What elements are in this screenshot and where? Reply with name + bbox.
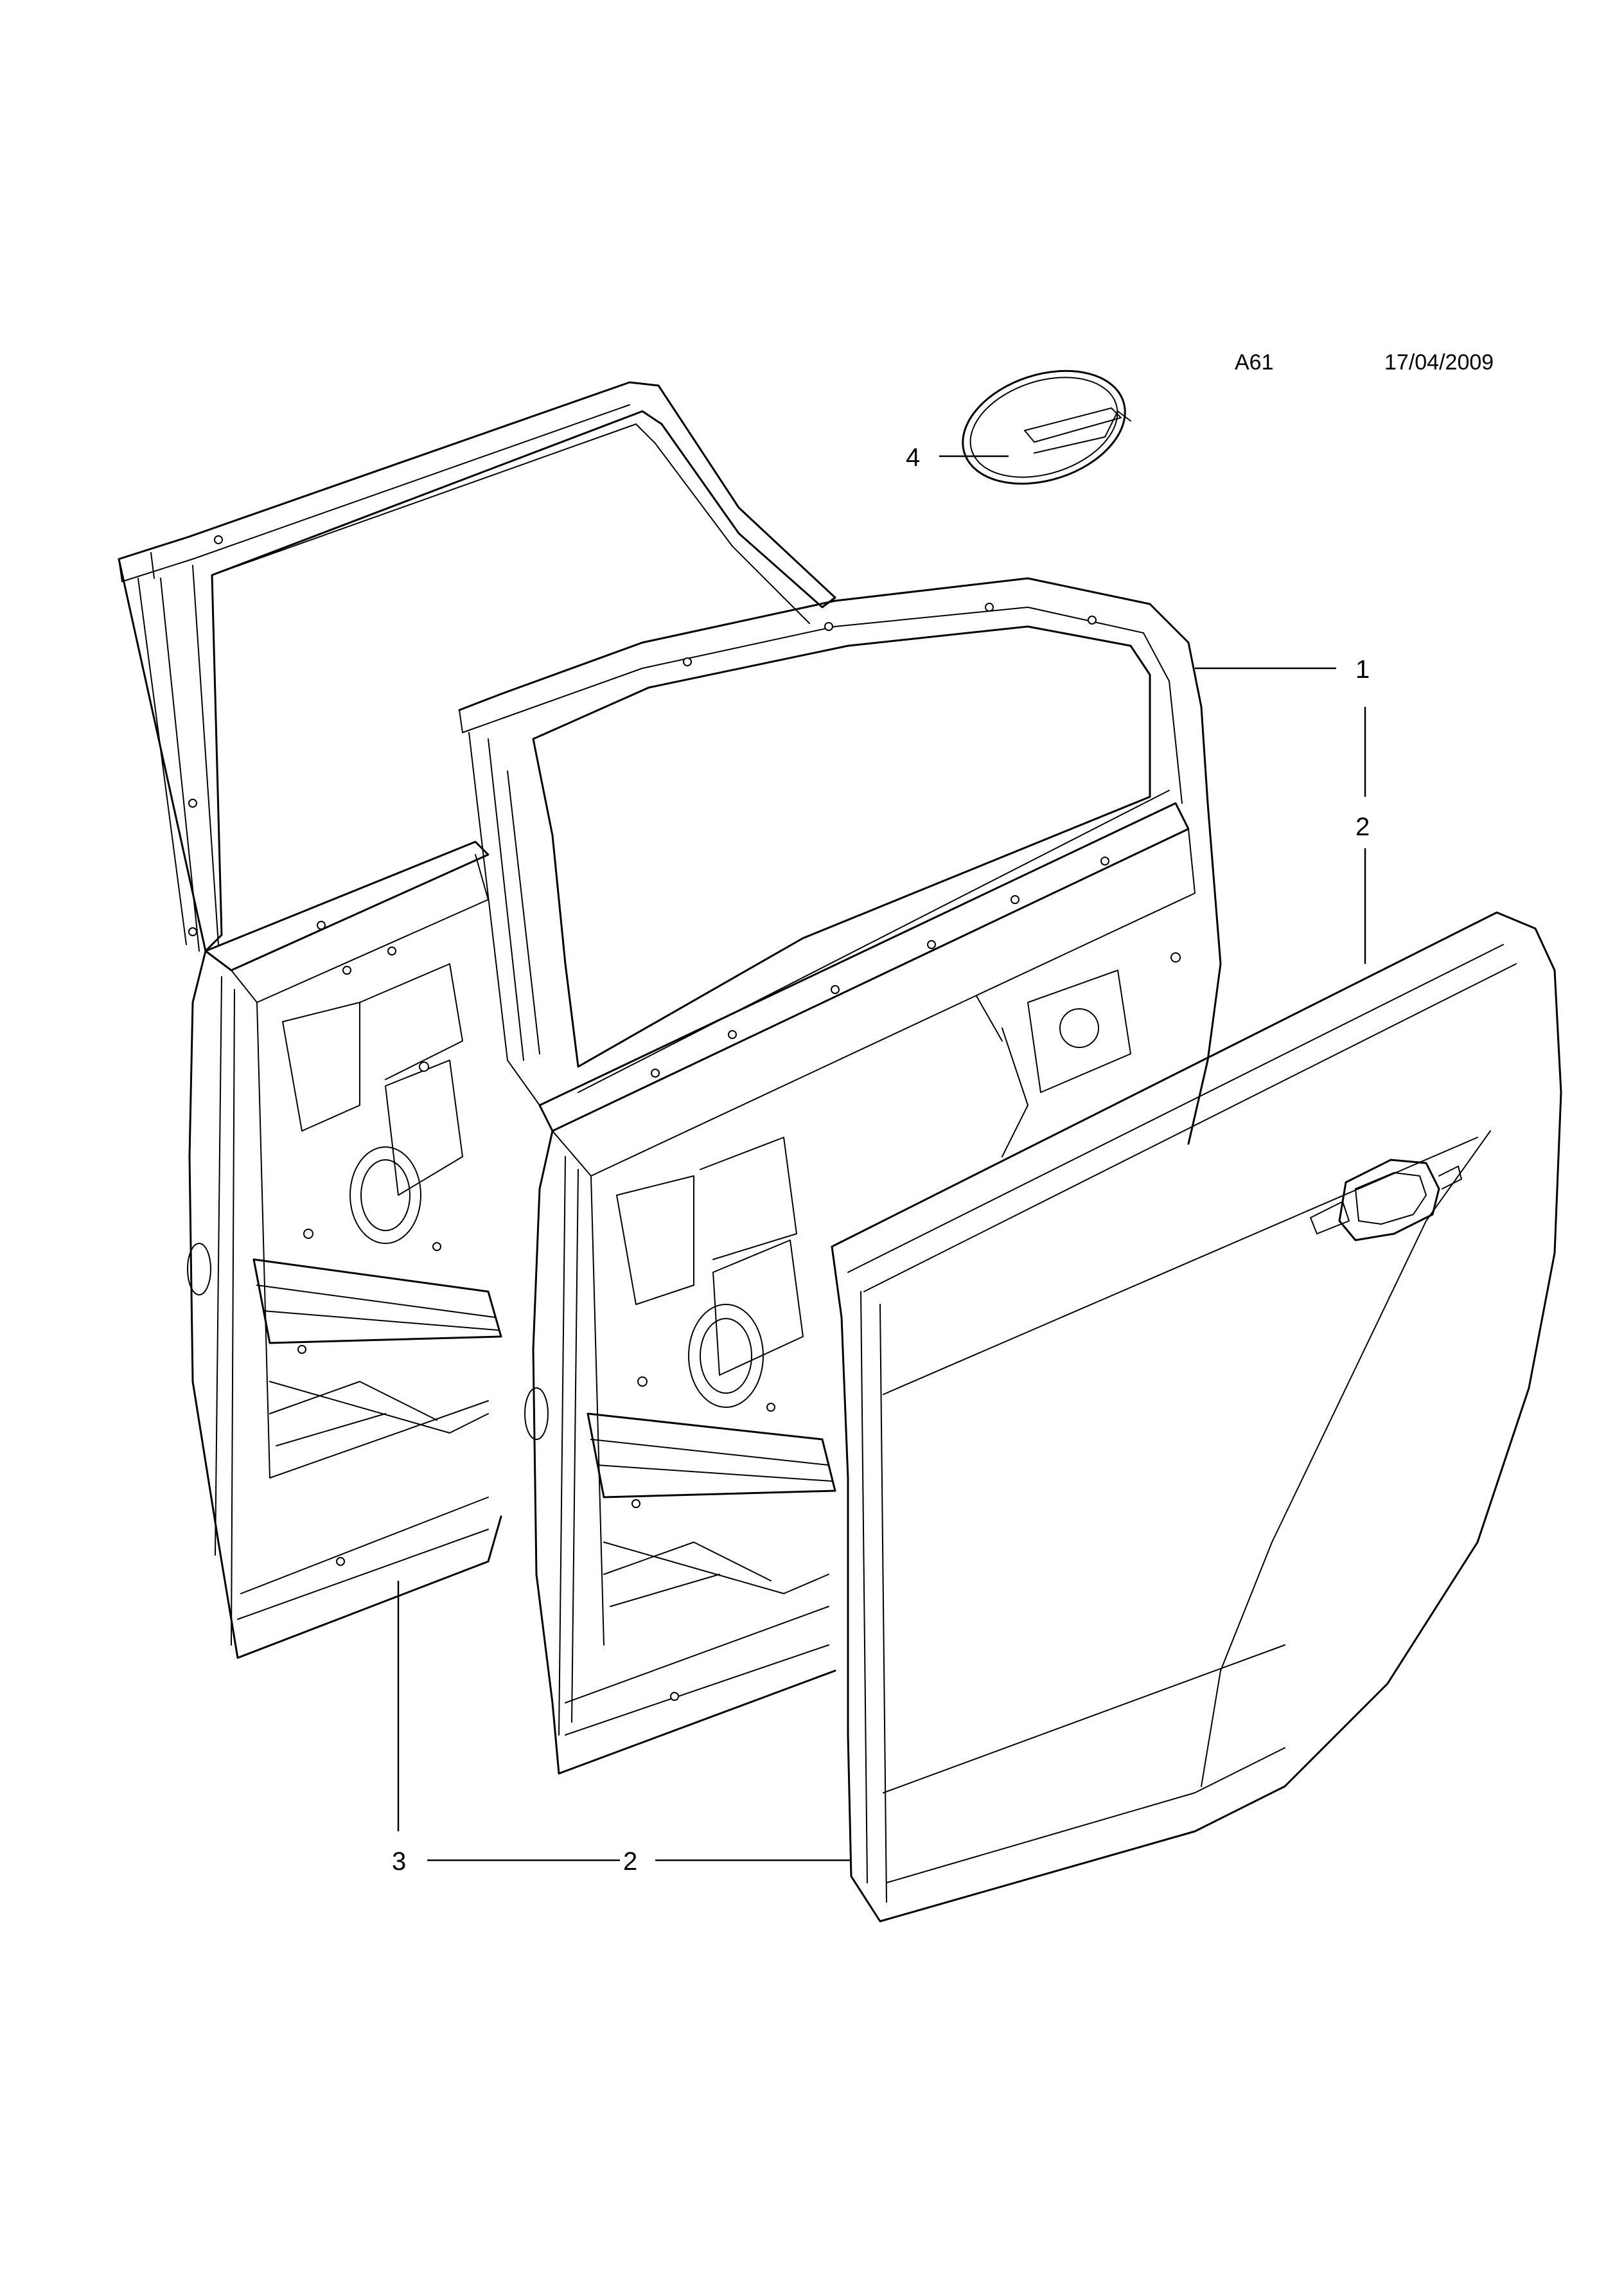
callout-3: 3 bbox=[392, 1847, 406, 1876]
callout-2-lower: 2 bbox=[623, 1847, 637, 1876]
door-outer-skin-panel bbox=[831, 911, 1562, 1923]
callout-2-upper: 2 bbox=[1355, 813, 1370, 841]
diagram-date: 17/04/2009 bbox=[1384, 350, 1494, 375]
door-inner-panel-frame bbox=[458, 577, 1222, 1775]
callout-1: 1 bbox=[1355, 655, 1370, 684]
diagram-code: A61 bbox=[1235, 350, 1274, 375]
callout-4: 4 bbox=[906, 443, 920, 472]
door-shell-assembly bbox=[118, 381, 836, 1659]
access-cover-plug bbox=[939, 369, 1131, 485]
